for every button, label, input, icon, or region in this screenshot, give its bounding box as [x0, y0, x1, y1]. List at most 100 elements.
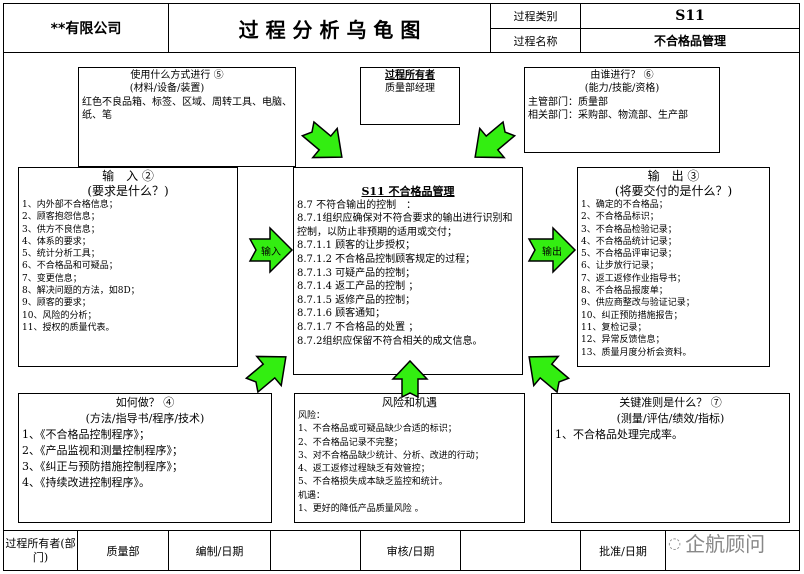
- footer-prepared-label: 编制/日期: [168, 530, 271, 571]
- process-list: 8.7 不符合输出的控制 ： 8.7.1组织应确保对不符合要求的输出进行识别和控制…: [297, 199, 519, 349]
- who-subtitle: (能力/技能/资格): [584, 83, 660, 95]
- process-item: 8.7.1.5 返修产品的控制；: [297, 294, 416, 306]
- output-item: 2、不合格品标识；: [581, 212, 659, 223]
- outputs-list: 1、确定的不合格品； 2、不合格品标识；3、不合格品检验记录；4、不合格品统计记录…: [581, 199, 766, 359]
- opportunity-label: 机遇：: [298, 490, 326, 501]
- chat-bubble-icon: ◌: [668, 533, 682, 552]
- process-item: 8.7.1.2 不合格品控制顾客规定的过程；: [297, 253, 476, 265]
- risk-item: 1、不合格品或可疑品缺少合适的标识；: [298, 424, 457, 435]
- input-item: 9、顾客的要求；: [22, 298, 91, 309]
- input-item: 10、风险的分析；: [22, 310, 97, 321]
- output-item: 4、不合格品统计记录；: [581, 236, 677, 247]
- process-item: 8.7.1.1 顾客的让步授权；: [297, 240, 416, 252]
- process-item: 8.7.2组织应保留不符合相关的成文信息。: [297, 335, 483, 347]
- input-item: 8、解决问题的方法，如8D；: [22, 286, 140, 297]
- inputs-list: 1、内外部不合格信息；2、顾客抱怨信息；3、供方不良信息；4、体系的要求；5、统…: [22, 199, 234, 334]
- criteria-arrow-icon: [517, 342, 575, 399]
- output-item: 13、质量月度分析会资料。: [581, 347, 692, 358]
- owner-box: 过程所有者 质量部经理: [360, 67, 460, 125]
- how-item: 2、《产品监视和测量控制程序》；: [22, 444, 183, 457]
- output-item: 3、不合格品检验记录；: [581, 224, 677, 235]
- criteria-title: 关键准则是什么？ ⑦: [619, 396, 722, 409]
- how-item: 3、《纠正与预防措施控制程序》；: [22, 460, 183, 473]
- watermark: ◌ 企航顾问: [668, 528, 765, 557]
- output-item: 6、让步放行记录；: [581, 261, 659, 272]
- how-item: 4、《持续改进控制程序》。: [22, 476, 150, 489]
- process-item: 8.7.1.4 返工产品的控制 ；: [297, 281, 419, 293]
- how-subtitle: (方法/指导书/程序/技术): [85, 412, 205, 425]
- input-arrow: 输入: [248, 226, 294, 274]
- risk-item: 3、对不合格品缺少统计、分析、改进的行动；: [298, 450, 484, 461]
- footer-prepared-value[interactable]: [270, 530, 361, 571]
- how-title: 如何做？ ④: [115, 396, 175, 409]
- footer-owner-label: 过程所有者(部门): [3, 530, 78, 571]
- resources-arrow-icon: [296, 114, 354, 171]
- output-item: 12、异常反馈信息；: [581, 335, 665, 346]
- owner-title: 过程所有者: [385, 70, 435, 81]
- watermark-text: 企航顾问: [685, 532, 766, 556]
- input-item: 1、内外部不合格信息；: [22, 200, 118, 210]
- process-name-label: 过程名称: [490, 28, 581, 53]
- output-arrow: 输出: [527, 226, 577, 274]
- process-name-value: 不合格品管理: [580, 28, 800, 53]
- process-box: S11 不合格品管理 8.7 不符合输出的控制 ： 8.7.1组织应确保对不符合要…: [293, 167, 523, 375]
- output-item: 10、纠正预防措施报告；: [581, 310, 683, 321]
- process-title: S11 不合格品管理: [361, 185, 455, 198]
- output-item: 7、返工返修作业指导书；: [581, 273, 686, 284]
- criteria-list: 1、不合格品处理完成率。: [555, 427, 786, 443]
- resources-title: 使用什么方式进行 ⑤: [130, 70, 224, 81]
- criteria-subtitle: (测量/评估/绩效/指标): [616, 412, 725, 425]
- output-item: 8、不合格品报废单；: [581, 286, 668, 297]
- company-name: **有限公司: [3, 3, 169, 53]
- risks-title: 风险和机遇: [382, 396, 437, 409]
- inputs-title: 输 入 ②: [102, 169, 154, 183]
- how-item: 1、《不合格品控制程序》；: [22, 428, 150, 441]
- footer-reviewed-label: 审核/日期: [360, 530, 461, 571]
- footer-reviewed-value[interactable]: [460, 530, 581, 571]
- process-item: 8.7.1.6 顾客通知；: [297, 308, 386, 320]
- output-item: 9、供应商整改与验证记录；: [581, 298, 695, 309]
- resources-subtitle: (材料/设备/装置): [129, 83, 205, 95]
- who-arrow-icon: [463, 114, 521, 171]
- output-item: 1、确定的不合格品；: [581, 200, 668, 210]
- footer-owner-value: 质量部: [77, 530, 169, 571]
- risk-label: 风险：: [298, 411, 326, 421]
- category-value: S11: [580, 3, 800, 29]
- risk-item: 4、返工返修过程缺乏有效管控；: [298, 464, 430, 475]
- who-line: 主管部门：质量部: [528, 96, 608, 108]
- how-arrow-icon: [240, 342, 298, 399]
- process-item: 8.7.1组织应确保对不符合要求的输出进行识别和控制，以防止非预期的适用或交付；: [297, 213, 513, 238]
- who-line: 相关部门：采购部、物流部、生产部: [528, 110, 688, 122]
- output-arrow-label: 输出: [542, 246, 562, 258]
- risks-box: 风险和机遇 风险： 1、不合格品或可疑品缺少合适的标识； 2、不合格品记录不完整；…: [294, 393, 525, 523]
- how-list: 1、《不合格品控制程序》； 2、《产品监视和测量控制程序》； 3、《纠正与预防措施控…: [22, 427, 268, 491]
- owner-value: 质量部经理: [385, 83, 435, 95]
- input-item: 2、顾客抱怨信息；: [22, 212, 100, 223]
- input-item: 6、不合格品和可疑品；: [22, 261, 118, 272]
- output-item: 5、不合格品评审记录；: [581, 249, 677, 260]
- opportunity-list: 1、更好的降低产品质量风险 。: [298, 503, 521, 516]
- output-item: 11、复检记录；: [581, 322, 647, 333]
- resources-box: 使用什么方式进行 ⑤ (材料/设备/装置) 红色不良品箱、标签、区域、周转工具、…: [78, 67, 296, 167]
- who-box: 由谁进行？ ⑥ (能力/技能/资格) 主管部门：质量部 相关部门：采购部、物流部…: [524, 67, 720, 153]
- criteria-box: 关键准则是什么？ ⑦ (测量/评估/绩效/指标) 1、不合格品处理完成率。: [551, 393, 790, 523]
- process-item: 8.7 不符合输出的控制 ：: [297, 199, 417, 211]
- inputs-subtitle: (要求是什么？): [87, 184, 169, 198]
- category-label: 过程类别: [490, 3, 581, 29]
- footer-approved-label: 批准/日期: [580, 530, 666, 571]
- risk-item: 5、不合格损失成本缺乏监控和统计。: [298, 477, 448, 488]
- risk-item: 2、不合格品记录不完整；: [298, 437, 403, 448]
- how-box: 如何做？ ④ (方法/指导书/程序/技术) 1、《不合格品控制程序》； 2、《产品…: [18, 393, 272, 523]
- risks-arrow-icon: [391, 359, 429, 399]
- who-title: 由谁进行？ ⑥: [590, 70, 654, 81]
- process-item: 8.7.1.7 不合格品的处置 ；: [297, 321, 419, 333]
- outputs-title: 输 出 ③: [647, 169, 700, 183]
- footer-approved-value[interactable]: [665, 530, 800, 571]
- opportunity-item: 1、更好的降低产品质量风险 。: [298, 504, 424, 515]
- input-item: 5、统计分析工具；: [22, 249, 100, 260]
- resources-text: 红色不良品箱、标签、区域、周转工具、电脑、纸、笔: [82, 96, 292, 122]
- criteria-item: 1、不合格品处理完成率。: [555, 428, 683, 441]
- page-title: 过 程 分 析 乌 龟 图: [168, 3, 491, 53]
- risk-list: 1、不合格品或可疑品缺少合适的标识； 2、不合格品记录不完整； 3、对不合格品缺少统…: [298, 423, 521, 489]
- input-arrow-label: 输入: [261, 246, 281, 258]
